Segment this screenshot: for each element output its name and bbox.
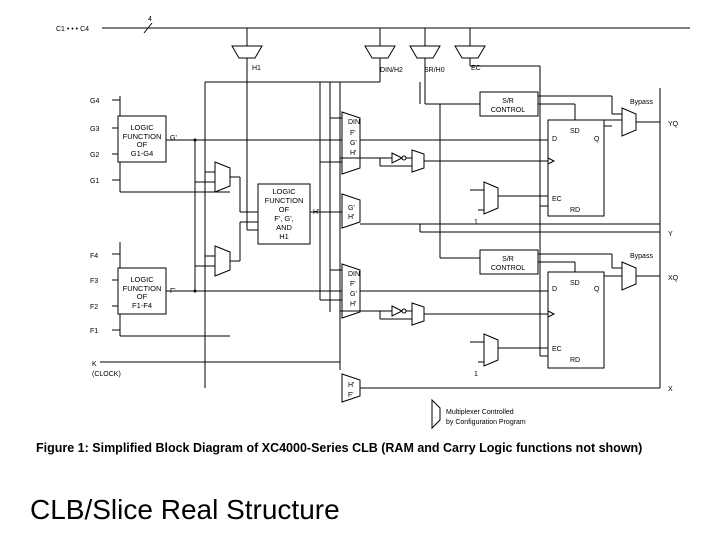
upper-clock-mux: [411, 149, 425, 173]
upper-bypass-label: Bypass: [630, 99, 653, 106]
sr-mux: [409, 45, 441, 59]
din-mux: [364, 45, 396, 59]
upper-ff-one: 1: [474, 219, 478, 226]
h-func-line4: F', G',: [274, 214, 294, 223]
f1-label: F1: [90, 328, 98, 335]
f-func-line1: LOGIC: [130, 275, 154, 284]
g-func-output-label: G': [170, 135, 177, 142]
upper-ff-ec: EC: [552, 196, 562, 203]
lower-clock-mux: [411, 302, 425, 326]
upper-mux-g: G': [350, 140, 357, 147]
c-bus-label: C1 • • • C4: [56, 26, 89, 33]
g4-label: G4: [90, 98, 99, 105]
legend-mux-symbol: [431, 398, 441, 430]
g-func-line2: FUNCTION: [123, 132, 162, 141]
lower-mux-f: F': [350, 281, 356, 288]
upper-mux-f: F': [350, 130, 356, 137]
g-logic-function-box: [117, 115, 167, 163]
yq-output-label: YQ: [668, 121, 679, 128]
upper-ec-mux: [483, 181, 499, 215]
g-func-line1: LOGIC: [130, 123, 154, 132]
legend-line1: Multiplexer Controlled: [446, 409, 514, 416]
x-output-label: X: [668, 386, 673, 393]
upper-mux-h: H': [350, 150, 356, 157]
upper-small-mux-h: H': [348, 214, 354, 221]
upper-mux-din: DIN: [348, 119, 360, 126]
bottom-mux-h: H': [348, 382, 354, 389]
f-func-line4: F1-F4: [132, 301, 152, 310]
upper-ff-d: D: [552, 136, 557, 143]
upper-flip-flop: [547, 119, 605, 217]
xq-output-mux: [621, 261, 637, 291]
x-output-mux: [341, 373, 361, 403]
upper-clock-inverter: [391, 152, 404, 164]
ec-label: EC: [471, 65, 481, 72]
lower-mux-g: G': [350, 291, 357, 298]
h-func-line2: FUNCTION: [265, 196, 304, 205]
upper-sr-2: CONTROL: [491, 107, 525, 114]
y-output-mux: [341, 193, 361, 229]
f-func-line2: FUNCTION: [123, 284, 162, 293]
lower-ec-mux: [483, 333, 499, 367]
h1-label: H1: [252, 65, 261, 72]
lower-flip-flop: [547, 271, 605, 369]
lower-ff-rd: RD: [570, 357, 580, 364]
lower-sr-1: S/R: [502, 256, 514, 263]
h-func-line5: AND: [276, 223, 292, 232]
h1-mux: [231, 45, 263, 59]
sr-h0-label: SR/H0: [424, 67, 445, 74]
f4-label: F4: [90, 253, 98, 260]
bus-width-label: 4: [148, 16, 152, 23]
h-logic-function-box: [257, 183, 311, 245]
slide-title: CLB/Slice Real Structure: [30, 494, 340, 525]
lower-sr-2: CONTROL: [491, 265, 525, 272]
lower-ff-sd: SD: [570, 280, 580, 287]
g1-h1-mux: [214, 161, 231, 193]
yq-output-mux: [621, 107, 637, 137]
din-h2-label: DIN/H2: [380, 67, 403, 74]
y-output-label: Y: [668, 231, 673, 238]
g1-label: G1: [90, 178, 99, 185]
f2-label: F2: [90, 304, 98, 311]
f-func-line3: OF: [137, 292, 148, 301]
upper-ff-rd: RD: [570, 207, 580, 214]
lower-mux-din: DIN: [348, 271, 360, 278]
clock-label: (CLOCK): [92, 371, 121, 378]
lower-ff-d: D: [552, 286, 557, 293]
lower-bypass-label: Bypass: [630, 253, 653, 260]
h-func-line6: H1: [279, 232, 289, 241]
legend-line2: by Configuration Program: [446, 419, 526, 426]
lower-ff-ec: EC: [552, 346, 562, 353]
lower-ff-one: 1: [474, 371, 478, 378]
lower-mux-h: H': [350, 301, 356, 308]
upper-small-mux-g: G': [348, 205, 355, 212]
ec-mux: [454, 45, 486, 59]
h-func-line1: LOGIC: [272, 187, 296, 196]
bottom-mux-f: F': [348, 392, 354, 399]
upper-sr-1: S/R: [502, 98, 514, 105]
g-func-line3: OF: [137, 140, 148, 149]
f3-label: F3: [90, 278, 98, 285]
xq-output-label: XQ: [668, 275, 679, 282]
lower-sr-control: [479, 249, 539, 275]
lower-clock-inverter: [391, 305, 404, 317]
upper-ff-q: Q: [594, 136, 600, 143]
g3-label: G3: [90, 126, 99, 133]
f1-h1-mux: [214, 245, 231, 277]
g2-label: G2: [90, 152, 99, 159]
figure-caption: Figure 1: Simplified Block Diagram of XC…: [36, 441, 643, 455]
clock-k-label: K: [92, 361, 97, 368]
upper-ff-sd: SD: [570, 128, 580, 135]
lower-ff-q: Q: [594, 286, 600, 293]
h-func-line3: OF: [279, 205, 290, 214]
g-func-line4: G1-G4: [131, 149, 154, 158]
upper-sr-control: [479, 91, 539, 117]
